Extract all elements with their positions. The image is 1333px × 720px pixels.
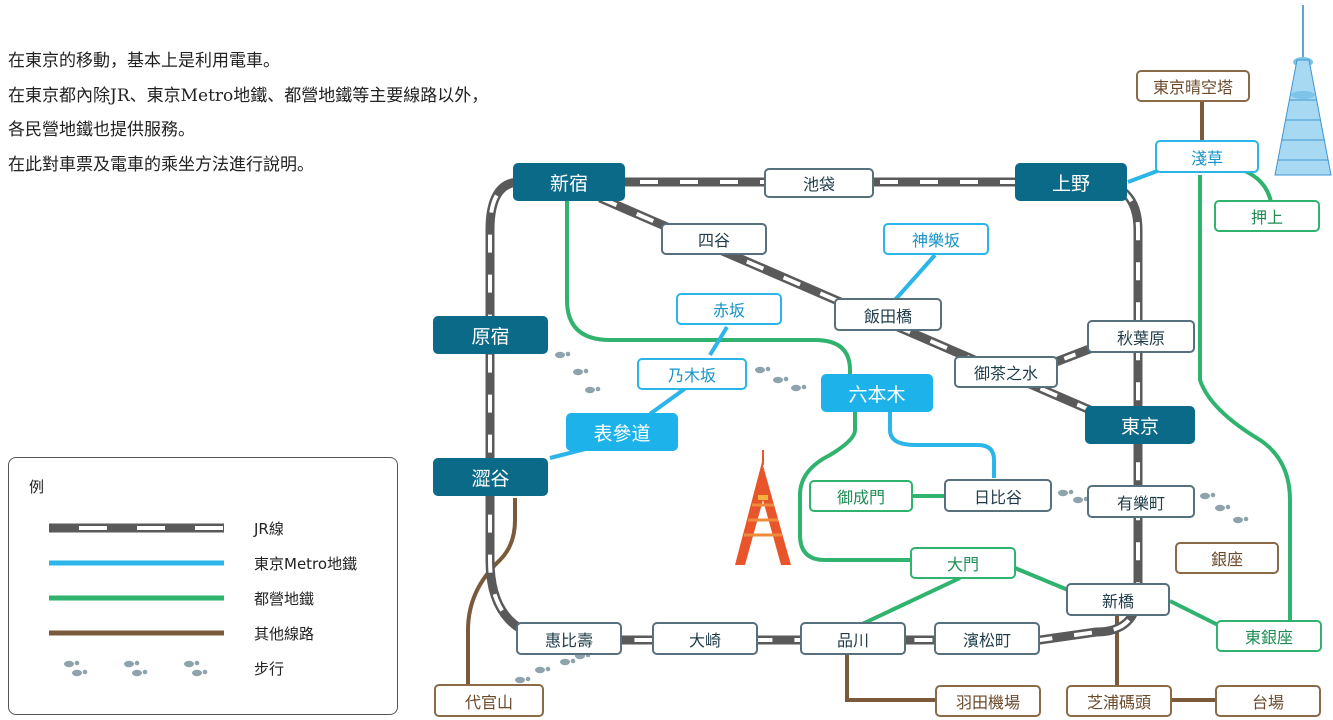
station-omotesando[interactable]: 表參道: [566, 413, 678, 451]
station-osaki[interactable]: 大崎: [652, 622, 758, 655]
station-hamamatsucho[interactable]: 濱松町: [934, 622, 1040, 655]
legend-item-walk: 步行: [49, 653, 379, 683]
legend-label: 其他線路: [254, 624, 315, 643]
station-harajuku[interactable]: 原宿: [433, 316, 548, 354]
station-ginza[interactable]: 銀座: [1175, 542, 1279, 574]
station-nogizaka[interactable]: 乃木坂: [637, 358, 747, 390]
station-oshiage[interactable]: 押上: [1214, 200, 1320, 232]
legend-label: 步行: [254, 659, 285, 678]
intro-line: 在東京的移動，基本上是利用電車。: [8, 51, 280, 71]
toei-lines: [565, 166, 1292, 627]
intro-text: 在東京的移動，基本上是利用電車。 在東京都內除JR、東京Metro地鐵、都營地鐵…: [8, 44, 488, 182]
station-shinagawa[interactable]: 品川: [800, 622, 906, 655]
station-akihabara[interactable]: 秋葉原: [1087, 320, 1195, 353]
station-akasaka[interactable]: 赤坂: [676, 293, 782, 325]
station-skytree[interactable]: 東京晴空塔: [1136, 70, 1250, 102]
jr-line-swatch: [49, 513, 224, 543]
legend-title: 例: [29, 478, 45, 496]
intro-line: 在此對車票及電車的乘坐方法進行說明。: [8, 154, 314, 175]
toei-line-swatch: [49, 583, 224, 613]
station-ikebukuro[interactable]: 池袋: [764, 168, 874, 198]
station-daiba[interactable]: 台場: [1215, 685, 1321, 717]
station-onarimon[interactable]: 御成門: [809, 480, 913, 512]
intro-line: 在東京都內除JR、東京Metro地鐵、都營地鐵等主要線路以外，: [8, 85, 489, 106]
legend-label: JR線: [254, 519, 284, 538]
station-daikanyama[interactable]: 代官山: [434, 684, 544, 717]
station-tokyo[interactable]: 東京: [1085, 406, 1195, 444]
station-shibuya[interactable]: 澀谷: [433, 458, 548, 496]
station-haneda[interactable]: 羽田機場: [935, 685, 1041, 717]
station-ueno[interactable]: 上野: [1015, 163, 1127, 201]
station-roppongi[interactable]: 六本木: [821, 374, 933, 412]
footprints-icon: [49, 653, 224, 683]
station-iidabashi[interactable]: 飯田橋: [834, 298, 942, 331]
station-hibiya[interactable]: 日比谷: [944, 479, 1052, 512]
station-yotsuya[interactable]: 四谷: [661, 223, 767, 255]
legend-item-other: 其他線路: [49, 618, 379, 648]
legend-item-toei: 都營地鐵: [49, 583, 379, 613]
station-shibaura[interactable]: 芝浦碼頭: [1066, 685, 1172, 717]
legend-item-metro: 東京Metro地鐵: [49, 548, 379, 578]
jr-lines: [485, 177, 1143, 645]
station-higashiginza[interactable]: 東銀座: [1216, 620, 1322, 652]
station-ochanomizu[interactable]: 御茶之水: [954, 356, 1058, 388]
tokyo-tower-icon: [735, 450, 791, 565]
station-asakusa[interactable]: 淺草: [1155, 140, 1259, 173]
station-kagurazaka[interactable]: 神樂坂: [883, 223, 989, 255]
legend-label: 東京Metro地鐵: [254, 554, 358, 573]
station-daimon[interactable]: 大門: [910, 547, 1016, 579]
station-shinjuku[interactable]: 新宿: [513, 163, 625, 201]
station-ebisu[interactable]: 惠比壽: [516, 622, 622, 655]
other-line-swatch: [49, 618, 224, 648]
intro-line: 各民營地鐵也提供服務。: [8, 120, 195, 140]
legend: 例 JR線 東京Metro地鐵 都營地鐵 其他線路 步行: [8, 457, 398, 715]
metro-line-swatch: [49, 548, 224, 578]
station-shinbashi[interactable]: 新橋: [1066, 583, 1170, 616]
legend-item-jr: JR線: [49, 513, 379, 543]
station-yurakucho[interactable]: 有樂町: [1087, 485, 1195, 518]
legend-label: 都營地鐵: [254, 589, 315, 608]
skytree-icon: [1274, 5, 1332, 176]
